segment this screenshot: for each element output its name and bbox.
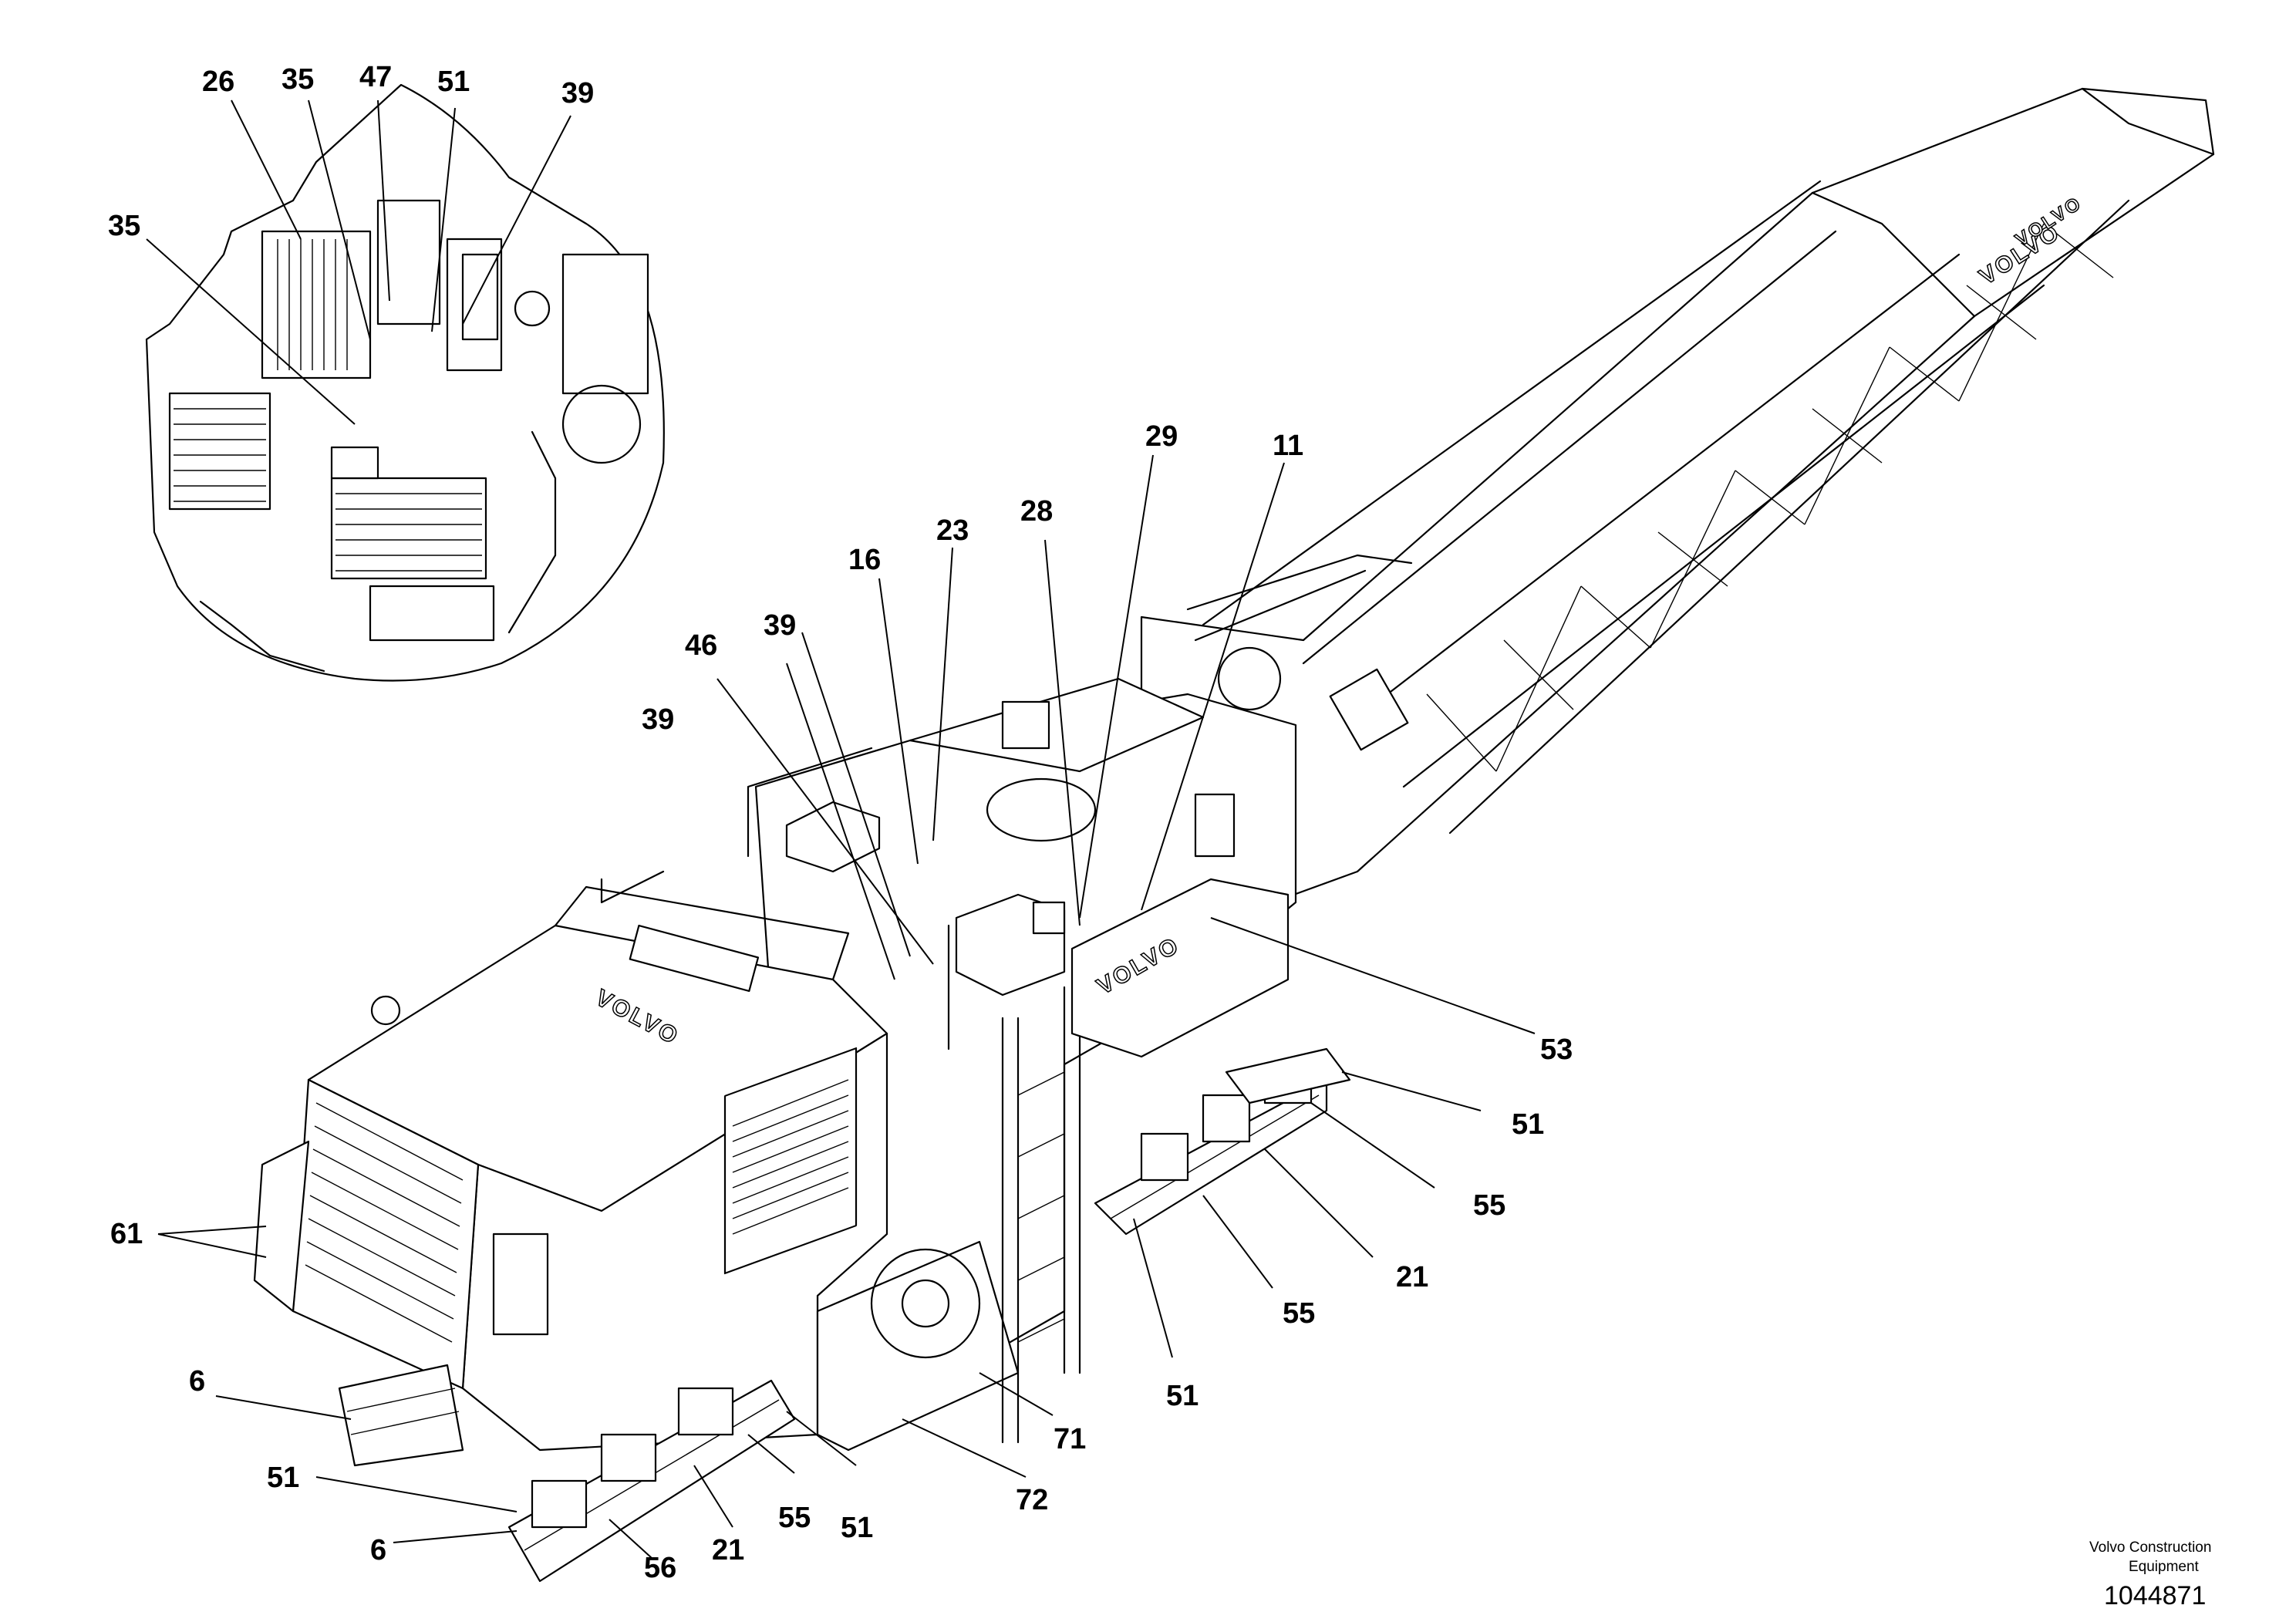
boom-truss <box>1426 223 2114 772</box>
callout-51: 51 <box>1166 1380 1199 1412</box>
callout-55: 55 <box>1473 1189 1505 1222</box>
callout-35: 35 <box>108 210 140 242</box>
detail-inset <box>145 83 665 682</box>
callout-56: 56 <box>644 1552 676 1584</box>
callout-21: 21 <box>1396 1261 1428 1293</box>
conveyor-boom: VOLVO VOLVO <box>1140 87 2215 904</box>
callout-51: 51 <box>437 66 470 98</box>
callout-55: 55 <box>1283 1297 1315 1330</box>
callout-labels: 26 35 47 51 39 35 29 11 23 28 16 39 46 3… <box>108 61 1573 1584</box>
front-grille <box>292 1078 480 1390</box>
callout-6: 6 <box>370 1534 386 1566</box>
inset-grille-right <box>330 477 487 580</box>
side-grille <box>723 1047 858 1275</box>
callout-39: 39 <box>642 703 674 736</box>
callout-51: 51 <box>841 1512 873 1544</box>
callout-11: 11 <box>1273 430 1303 462</box>
callout-26: 26 <box>202 66 234 98</box>
inset-grille-left <box>168 392 271 511</box>
company-name-line1: Volvo Construction <box>2089 1539 2211 1556</box>
callout-28: 28 <box>1020 495 1053 528</box>
callout-29: 29 <box>1145 420 1178 453</box>
callout-23: 23 <box>936 514 969 547</box>
track-front-right <box>507 1379 796 1583</box>
callout-35: 35 <box>282 63 314 96</box>
callout-55: 55 <box>778 1502 811 1534</box>
title-block: Volvo Construction Equipment 1044871 <box>2089 1539 2211 1610</box>
callout-61: 61 <box>110 1218 143 1250</box>
inset-radiator-fins <box>277 239 348 370</box>
ladder <box>1001 986 1081 1444</box>
track-front-left <box>338 1364 464 1467</box>
callout-39: 39 <box>764 609 796 642</box>
callout-46: 46 <box>685 629 717 662</box>
callout-16: 16 <box>848 544 881 576</box>
callout-39: 39 <box>561 77 594 110</box>
callout-6: 6 <box>189 1365 205 1398</box>
callout-51: 51 <box>1512 1108 1544 1141</box>
callout-71: 71 <box>1054 1423 1086 1455</box>
callout-47: 47 <box>359 61 392 93</box>
callout-72: 72 <box>1016 1484 1048 1516</box>
machine-body: VOLVO <box>253 677 1297 1452</box>
leader-lines <box>146 99 1536 1559</box>
callout-21: 21 <box>712 1534 744 1566</box>
company-name-line2: Equipment <box>2129 1559 2200 1575</box>
callout-53: 53 <box>1540 1034 1573 1066</box>
drawing-number: 1044871 <box>2104 1581 2206 1610</box>
track-rear <box>1094 1047 1351 1236</box>
callout-51: 51 <box>267 1462 299 1494</box>
